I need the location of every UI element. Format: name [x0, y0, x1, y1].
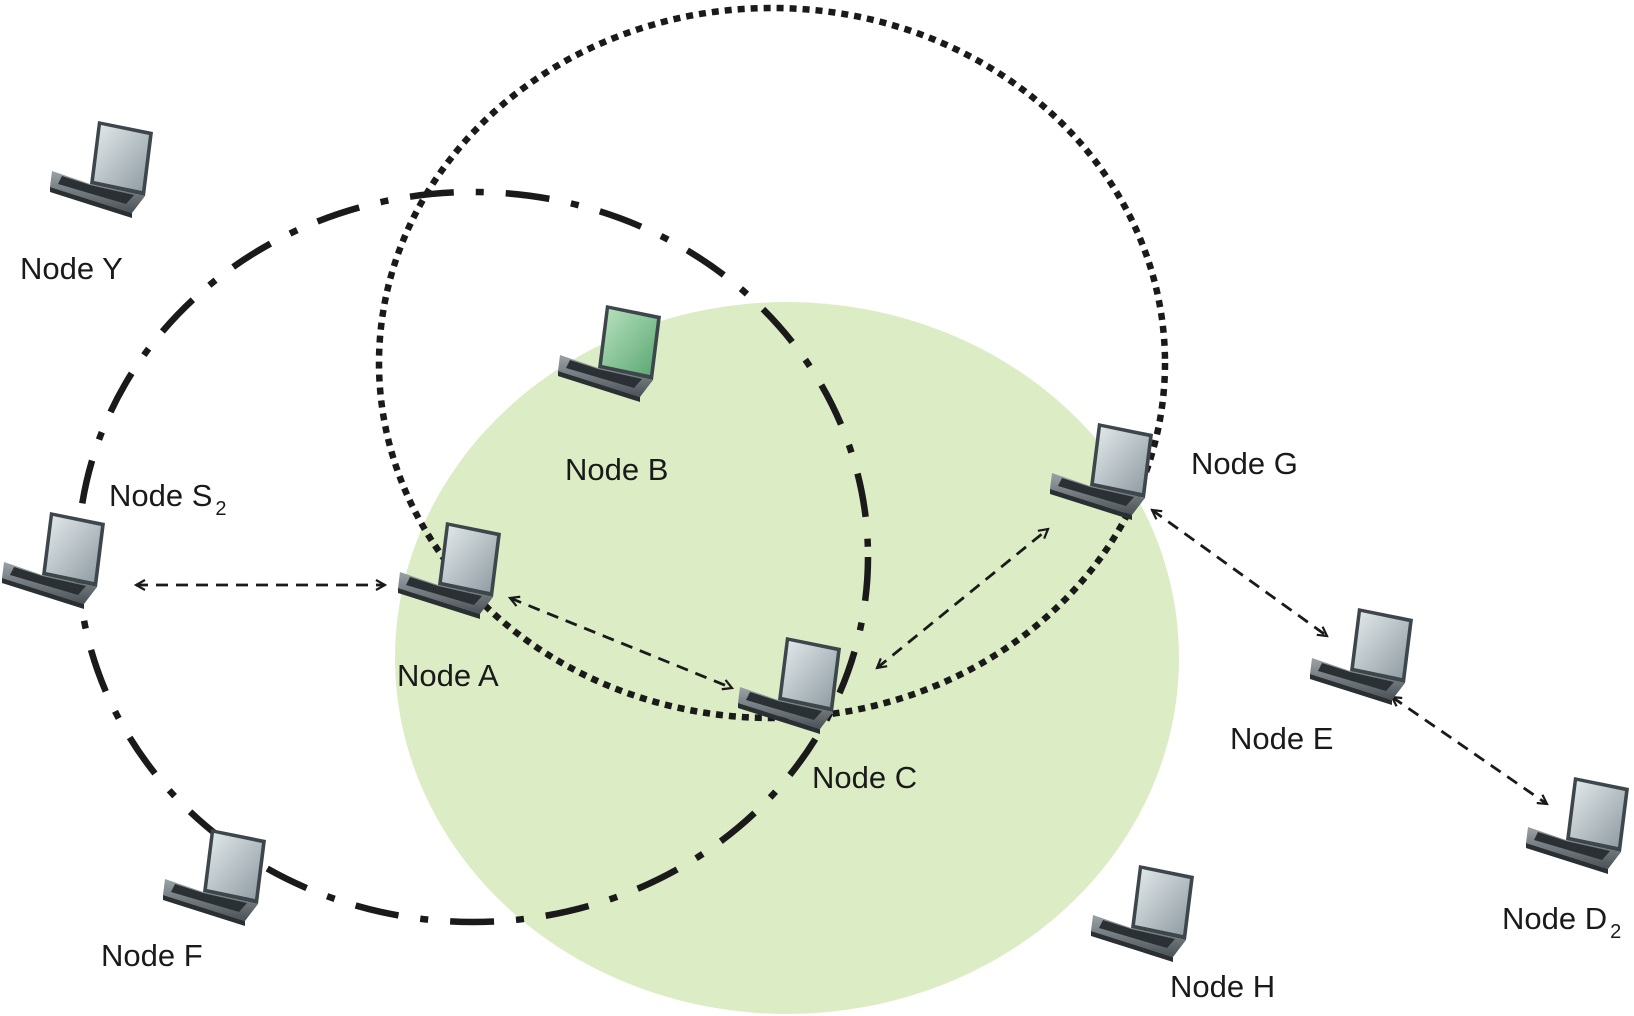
link-c-g — [877, 529, 1048, 668]
node-f[interactable] — [163, 829, 266, 926]
node-g-label: Node G — [1191, 446, 1298, 481]
laptop-icon — [163, 829, 266, 926]
laptop-icon — [2, 512, 105, 609]
laptop-icon — [1091, 865, 1194, 962]
node-h[interactable] — [1091, 865, 1194, 962]
link-g-e — [1152, 510, 1327, 636]
node-y[interactable] — [50, 121, 153, 218]
node-h-label: Node H — [1170, 969, 1275, 1004]
node-y-label: Node Y — [20, 251, 123, 286]
node-f-label: Node F — [101, 938, 203, 973]
node-e[interactable] — [1310, 608, 1413, 705]
laptop-icon — [50, 121, 153, 218]
links — [136, 510, 1547, 804]
laptop-icon — [1526, 777, 1629, 874]
node-a-label: Node A — [397, 658, 499, 693]
node-c-label: Node C — [812, 760, 917, 795]
node-d2[interactable] — [1526, 777, 1629, 874]
link-e-d2 — [1392, 697, 1547, 804]
laptop-icon — [1310, 608, 1413, 705]
node-e-label: Node E — [1230, 721, 1333, 756]
node-s2[interactable] — [2, 512, 105, 609]
node-b-label: Node B — [565, 452, 668, 487]
